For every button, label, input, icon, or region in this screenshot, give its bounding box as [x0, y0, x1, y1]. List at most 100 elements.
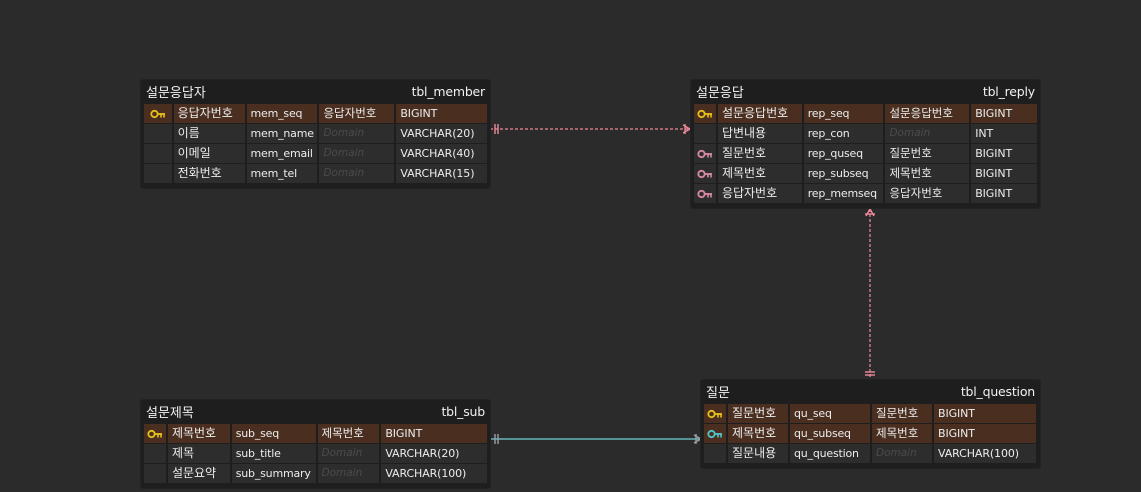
column-physical-name: qu_question: [790, 444, 870, 463]
table-logical-name: 설문응답: [696, 85, 744, 101]
primary-key-icon: [150, 109, 165, 118]
column-logical-name: 질문번호: [717, 144, 802, 163]
column-domain: 제목번호: [317, 424, 380, 443]
column-logical-name: 설문응답번호: [717, 104, 802, 123]
column-physical-name: qu_subseq: [790, 424, 870, 443]
column-data-type: VARCHAR(15): [396, 164, 487, 183]
column-domain-placeholder: Domain: [872, 444, 932, 463]
column-logical-name: 제목번호: [728, 424, 788, 443]
column-data-type: BIGINT: [971, 164, 1038, 183]
primary-key-icon: [147, 429, 162, 438]
key-cell: [694, 164, 716, 183]
column-logical-name: 질문내용: [728, 444, 788, 463]
column-logical-name: 제목번호: [717, 164, 802, 183]
column-logical-name: 전화번호: [173, 164, 245, 183]
column-data-type: BIGINT: [971, 184, 1038, 203]
key-cell: [144, 464, 166, 483]
key-cell: [704, 444, 726, 463]
table-logical-name: 설문응답자: [146, 85, 206, 101]
table-header[interactable]: 설문응답 tbl_reply: [691, 80, 1040, 102]
column-domain: 질문번호: [885, 144, 970, 163]
column-physical-name: rep_quseq: [803, 144, 884, 163]
key-cell: [144, 424, 166, 443]
column-logical-name: 질문번호: [728, 404, 788, 423]
column-logical-name: 답변내용: [717, 124, 802, 143]
column-logical-name: 이메일: [173, 144, 245, 163]
column-physical-name: rep_subseq: [803, 164, 884, 183]
column-domain: 제목번호: [885, 164, 970, 183]
key-cell: [694, 124, 716, 143]
column-logical-name: 이름: [173, 124, 245, 143]
table-header[interactable]: 설문응답자 tbl_member: [141, 80, 490, 102]
column-physical-name: qu_seq: [790, 404, 870, 423]
column-logical-name: 제목번호: [167, 424, 230, 443]
key-cell: [694, 184, 716, 203]
column-data-type: VARCHAR(20): [396, 124, 487, 143]
column-data-type: VARCHAR(40): [396, 144, 487, 163]
column-physical-name: mem_seq: [246, 104, 318, 123]
key-cell: [704, 404, 726, 423]
column-data-type: BIGINT: [934, 424, 1036, 443]
foreign-key-icon: [697, 169, 712, 178]
relation-member-reply[interactable]: [490, 124, 691, 134]
key-cell: [144, 444, 166, 463]
column-data-type: INT: [971, 124, 1038, 143]
column-data-type: BIGINT: [971, 144, 1038, 163]
column-physical-name: sub_title: [231, 444, 316, 463]
column-data-type: VARCHAR(20): [381, 444, 487, 463]
primary-key-icon: [707, 409, 722, 418]
column-physical-name: sub_seq: [231, 424, 316, 443]
key-cell: [144, 124, 172, 143]
column-physical-name: mem_tel: [246, 164, 318, 183]
column-data-type: BIGINT: [381, 424, 487, 443]
table-logical-name: 질문: [706, 385, 730, 401]
table-physical-name: tbl_question: [960, 383, 1035, 399]
column-logical-name: 제목: [167, 444, 230, 463]
column-physical-name: rep_memseq: [803, 184, 884, 203]
column-domain: 응답자번호: [319, 104, 395, 123]
table-header[interactable]: 설문제목 tbl_sub: [141, 400, 490, 422]
foreign-key-icon: [697, 189, 712, 198]
key-cell: [144, 164, 172, 183]
key-cell: [144, 144, 172, 163]
column-physical-name: mem_email: [246, 144, 318, 163]
primary-key-icon: [697, 109, 712, 118]
table-physical-name: tbl_reply: [982, 83, 1035, 99]
key-cell: [704, 424, 726, 443]
table-header[interactable]: 질문 tbl_question: [701, 380, 1040, 402]
column-domain-placeholder: Domain: [885, 124, 970, 143]
column-data-type: VARCHAR(100): [934, 444, 1036, 463]
relation-sub-question[interactable]: [490, 434, 702, 444]
column-logical-name: 응답자번호: [173, 104, 245, 123]
column-logical-name: 설문요약: [167, 464, 230, 483]
column-data-type: BIGINT: [396, 104, 487, 123]
column-domain-placeholder: Domain: [317, 444, 380, 463]
relation-question-reply[interactable]: [865, 208, 875, 380]
column-physical-name: rep_con: [803, 124, 884, 143]
table-physical-name: tbl_sub: [441, 403, 485, 419]
table-logical-name: 설문제목: [146, 405, 194, 421]
column-physical-name: rep_seq: [803, 104, 884, 123]
